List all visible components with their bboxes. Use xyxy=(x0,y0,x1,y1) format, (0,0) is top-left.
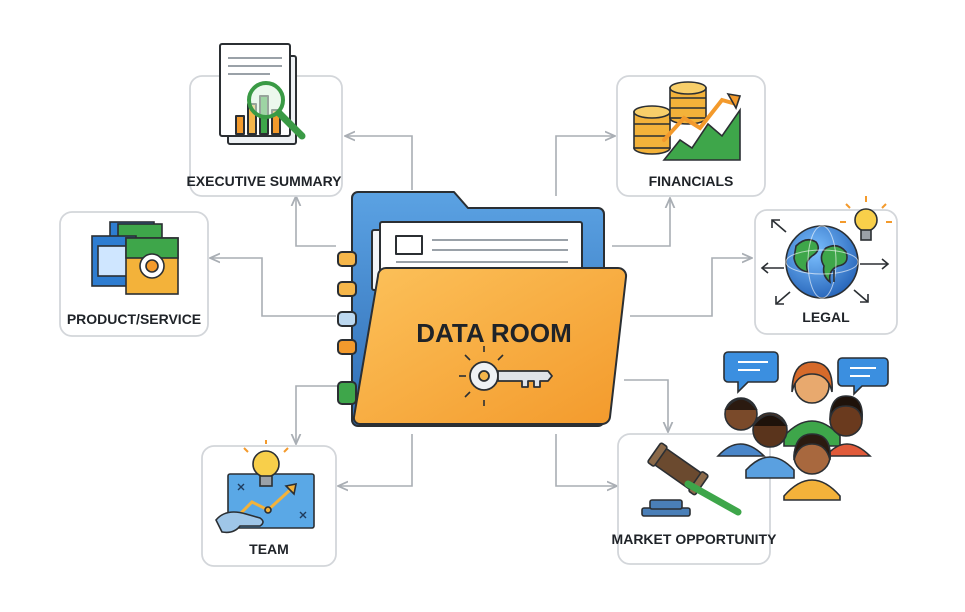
connector-team xyxy=(296,385,338,444)
speech-bubble-left-icon xyxy=(723,351,779,394)
label-market-opportunity: MARKET OPPORTUNITY xyxy=(612,531,778,547)
label-product-service: PRODUCT/SERVICE xyxy=(67,311,201,327)
connector-market-opportunity xyxy=(624,379,668,432)
globe-lightbulb-icon xyxy=(760,196,892,305)
connector-product-service xyxy=(210,258,336,317)
folder-front xyxy=(352,266,628,426)
connector-market-opportunity-2 xyxy=(555,434,617,486)
document-chart-magnifier-icon xyxy=(219,43,306,145)
connector-executive-summary xyxy=(345,136,413,190)
label-financials: FINANCIALS xyxy=(649,173,734,189)
connector-team-2 xyxy=(338,434,413,486)
center-label: DATA ROOM xyxy=(416,318,572,348)
label-executive-summary: EXECUTIVE SUMMARY xyxy=(186,173,342,189)
label-legal: LEGAL xyxy=(802,309,850,325)
connector-financials-2 xyxy=(612,198,670,247)
lightbulb-strategy-board-icon xyxy=(215,440,315,534)
people-group-chat-icon xyxy=(716,351,889,501)
connector-executive-summary-2 xyxy=(296,196,336,247)
connector-financials xyxy=(555,136,615,196)
folder-side-tabs xyxy=(337,251,357,405)
speech-bubble-right-icon xyxy=(837,357,889,396)
connector-legal xyxy=(630,258,752,317)
key-icon xyxy=(459,346,553,406)
connectors xyxy=(210,136,752,486)
gavel-icon xyxy=(641,442,742,517)
folder-key-icon xyxy=(337,191,628,427)
product-boxes-icon xyxy=(91,221,179,295)
label-team: TEAM xyxy=(249,541,289,557)
coins-growth-chart-icon xyxy=(633,81,742,161)
